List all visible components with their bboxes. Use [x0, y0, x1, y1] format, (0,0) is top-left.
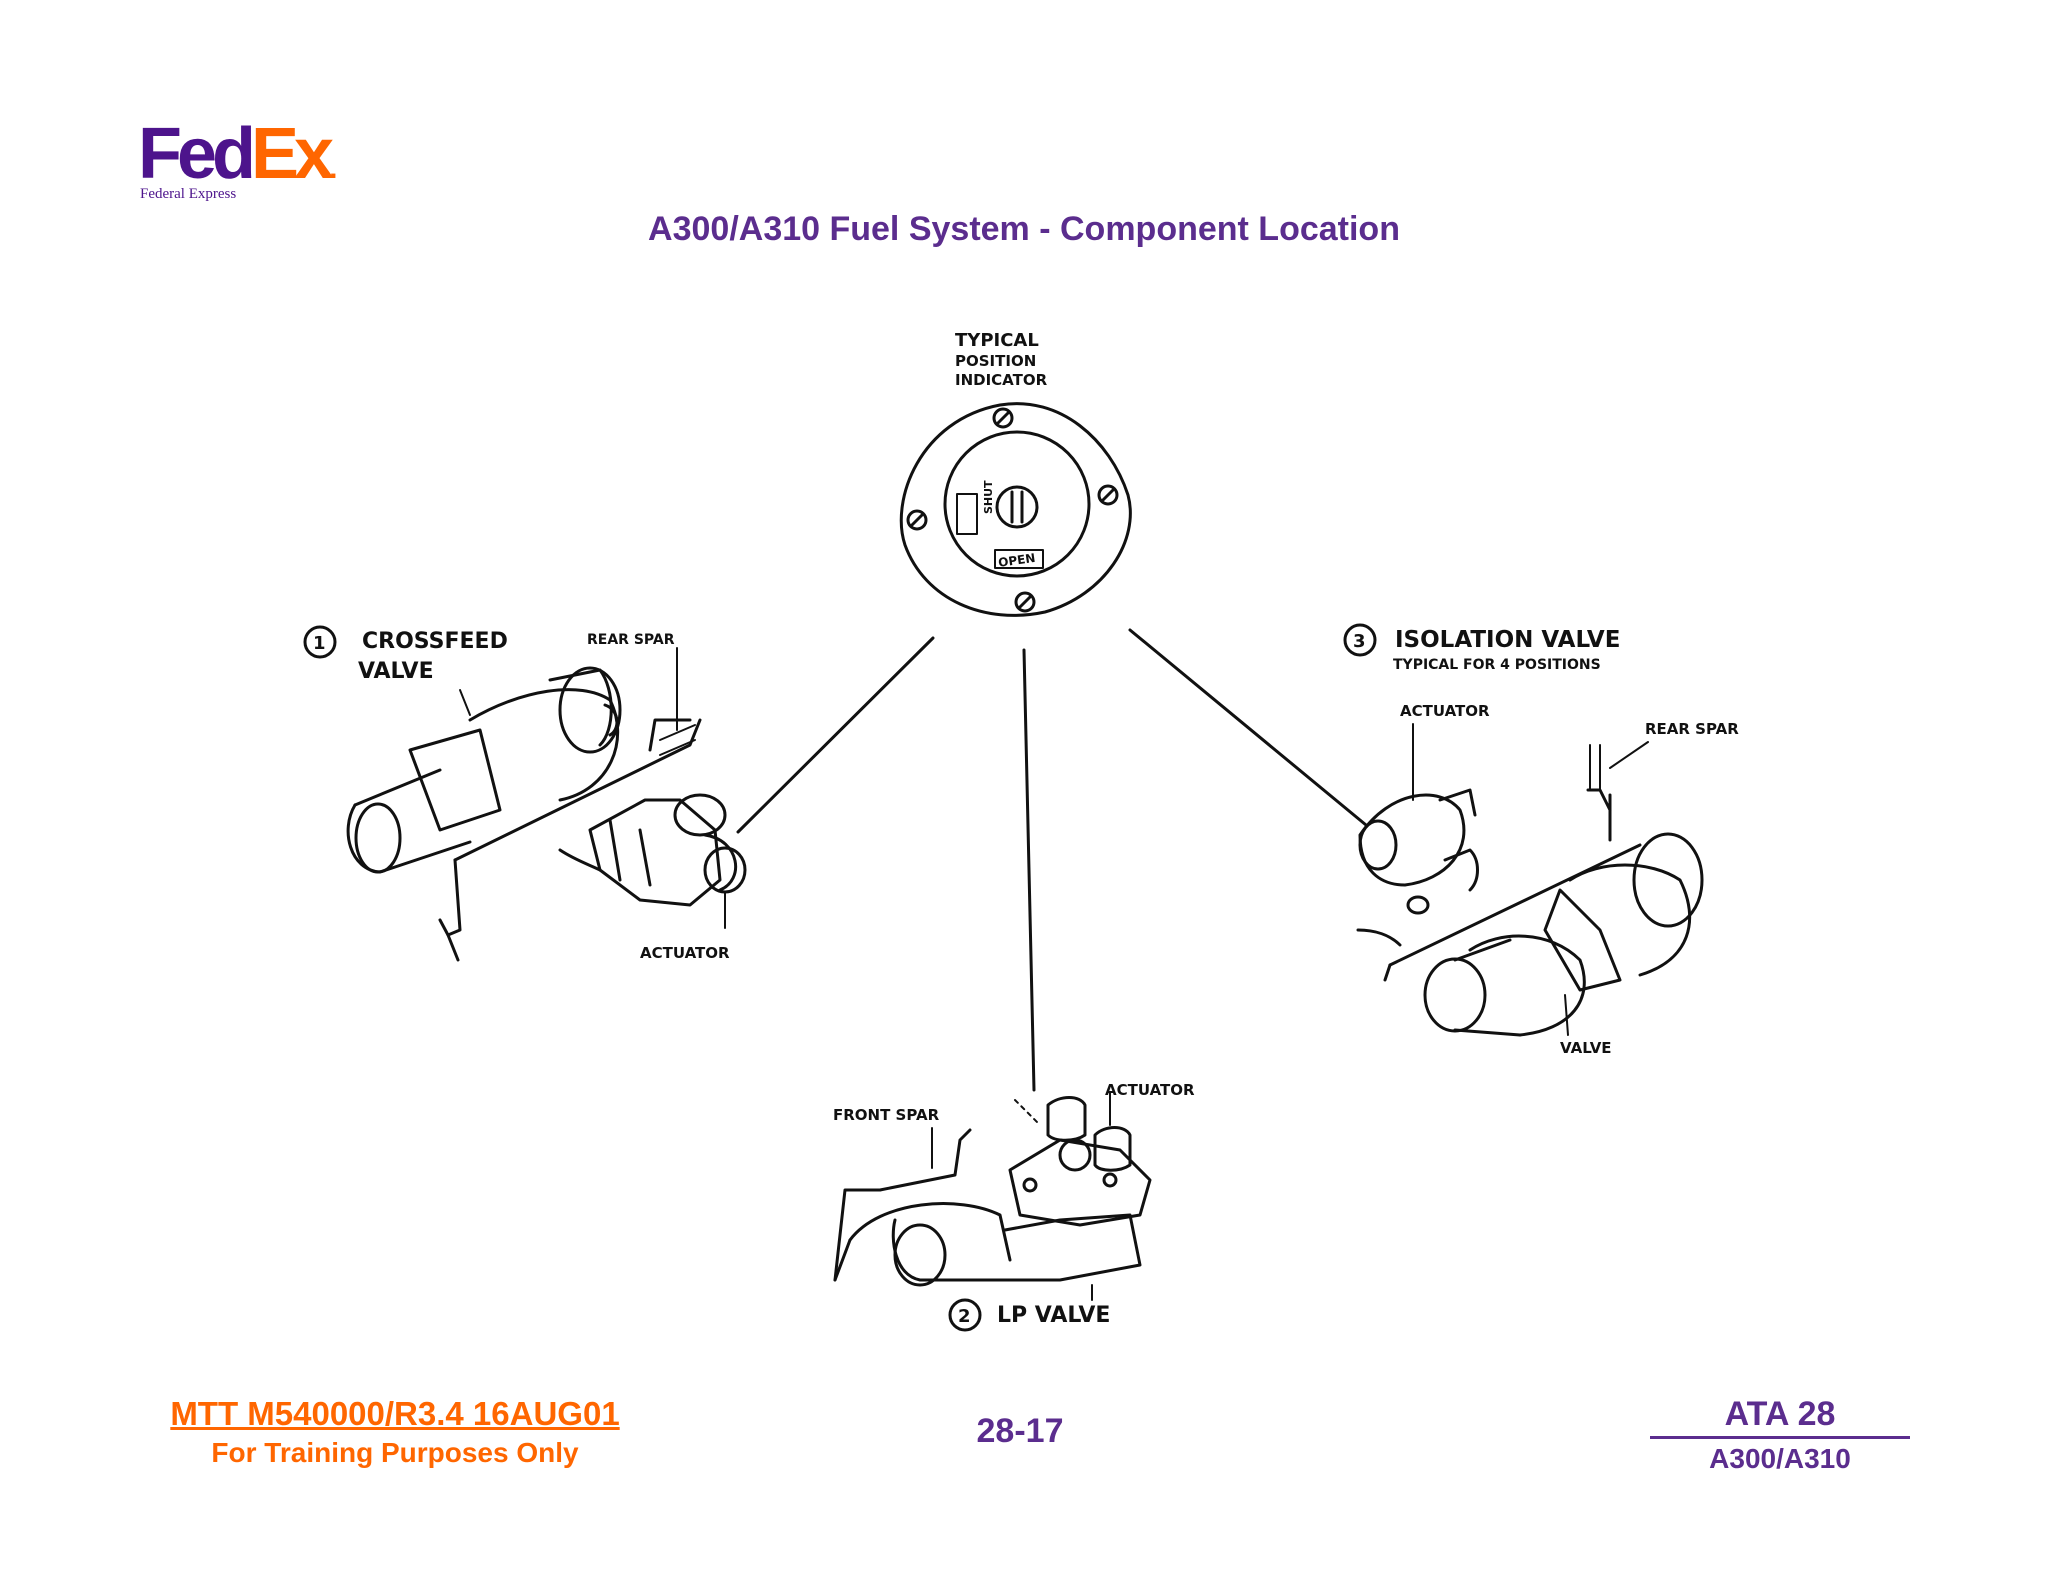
- indicator-label-line3: INDICATOR: [955, 371, 1048, 389]
- crossfeed-name-line2: VALVE: [358, 659, 434, 684]
- crossfeed-number-circle: [303, 625, 337, 659]
- fedex-logo: FedEx. Federal Express: [138, 118, 358, 214]
- isolation-actuator-label: ACTUATOR: [1400, 702, 1490, 720]
- isolation-number-circle: [1343, 623, 1377, 657]
- position-indicator: [899, 402, 1132, 617]
- aircraft-model: A300/A310: [1709, 1443, 1851, 1474]
- crossfeed-rear-spar-label: REAR SPAR: [587, 632, 675, 648]
- lp-front-spar-label: FRONT SPAR: [833, 1106, 940, 1124]
- ata-chapter: ATA 28: [1650, 1395, 1910, 1439]
- crossfeed-name-line1: CROSSFEED: [362, 629, 508, 654]
- footer-right: ATA 28 A300/A310: [1650, 1395, 1910, 1475]
- lp-number: 2: [958, 1306, 971, 1327]
- isolation-rear-spar-label: REAR SPAR: [1645, 720, 1739, 738]
- lp-number-circle: [948, 1298, 982, 1332]
- leader-line-isolation: [1128, 628, 1368, 827]
- lp-name: LP VALVE: [997, 1303, 1110, 1328]
- leader-line-lp: [1022, 648, 1036, 1092]
- logo-wordmark: FedEx.: [138, 118, 338, 190]
- isolation-valve-label: VALVE: [1560, 1039, 1612, 1057]
- page-title: A300/A310 Fuel System - Component Locati…: [648, 210, 1400, 248]
- indicator-label-line1: TYPICAL: [955, 330, 1039, 351]
- page-number: 28-17: [976, 1412, 1064, 1450]
- logo-ex: Ex: [251, 114, 334, 194]
- training-note: For Training Purposes Only: [211, 1437, 579, 1468]
- lp-valve-illustration: [833, 1091, 1152, 1301]
- isolation-subtitle: TYPICAL FOR 4 POSITIONS: [1393, 657, 1601, 673]
- indicator-shut-label: SHUT: [982, 480, 995, 514]
- crossfeed-actuator-label: ACTUATOR: [640, 944, 730, 962]
- isolation-name: ISOLATION VALVE: [1395, 627, 1620, 653]
- leader-line-crossfeed: [736, 636, 935, 834]
- footer-left: MTT M540000/R3.4 16AUG01 For Training Pu…: [150, 1395, 640, 1469]
- lp-actuator-label: ACTUATOR: [1105, 1081, 1195, 1099]
- crossfeed-number: 1: [313, 633, 326, 654]
- logo-fed: Fed: [138, 114, 256, 194]
- crossfeed-valve-illustration: [346, 647, 747, 962]
- logo-tagline: Federal Express: [140, 186, 237, 202]
- indicator-open-label: OPEN: [997, 551, 1036, 570]
- indicator-label-line2: POSITION: [955, 352, 1036, 370]
- isolation-valve-illustration: [1356, 723, 1704, 1037]
- isolation-number: 3: [1353, 631, 1366, 652]
- document-reference: MTT M540000/R3.4 16AUG01: [170, 1395, 620, 1432]
